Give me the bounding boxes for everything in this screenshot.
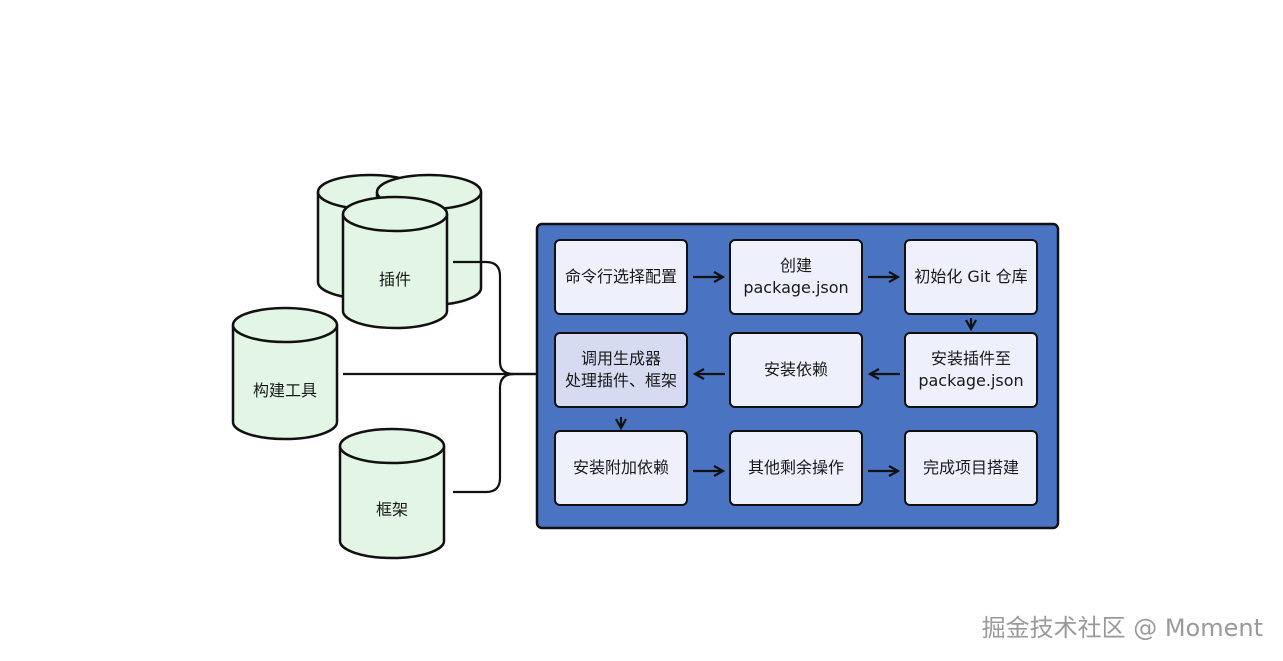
step-cli-select-config: 命令行选择配置: [554, 239, 688, 315]
step-run-generators: 调用生成器 处理插件、框架: [554, 332, 688, 408]
frameworks-label: 框架: [375, 500, 408, 519]
plugins-cylinder-front: [341, 195, 449, 330]
step-create-package-json: 创建 package.json: [729, 239, 863, 315]
step-project-setup-complete: 完成项目搭建: [904, 430, 1038, 506]
frameworks-cylinder: [338, 427, 446, 560]
build-tools-label: 构建工具: [252, 381, 317, 400]
step-install-plugins-to-package-json: 安装插件至 package.json: [904, 332, 1038, 408]
plugins-cylinder-stack: [316, 173, 483, 330]
plugins-label: 插件: [378, 270, 411, 289]
watermark: 掘金技术社区 @ Moment: [981, 614, 1263, 642]
step-install-dependencies: 安装依赖: [729, 332, 863, 408]
step-other-remaining-operations: 其他剩余操作: [729, 430, 863, 506]
step-install-extra-dependencies: 安装附加依赖: [554, 430, 688, 506]
connector-frameworks: [453, 372, 515, 494]
step-init-git-repo: 初始化 Git 仓库: [904, 239, 1038, 315]
build-tools-cylinder: [231, 306, 339, 441]
